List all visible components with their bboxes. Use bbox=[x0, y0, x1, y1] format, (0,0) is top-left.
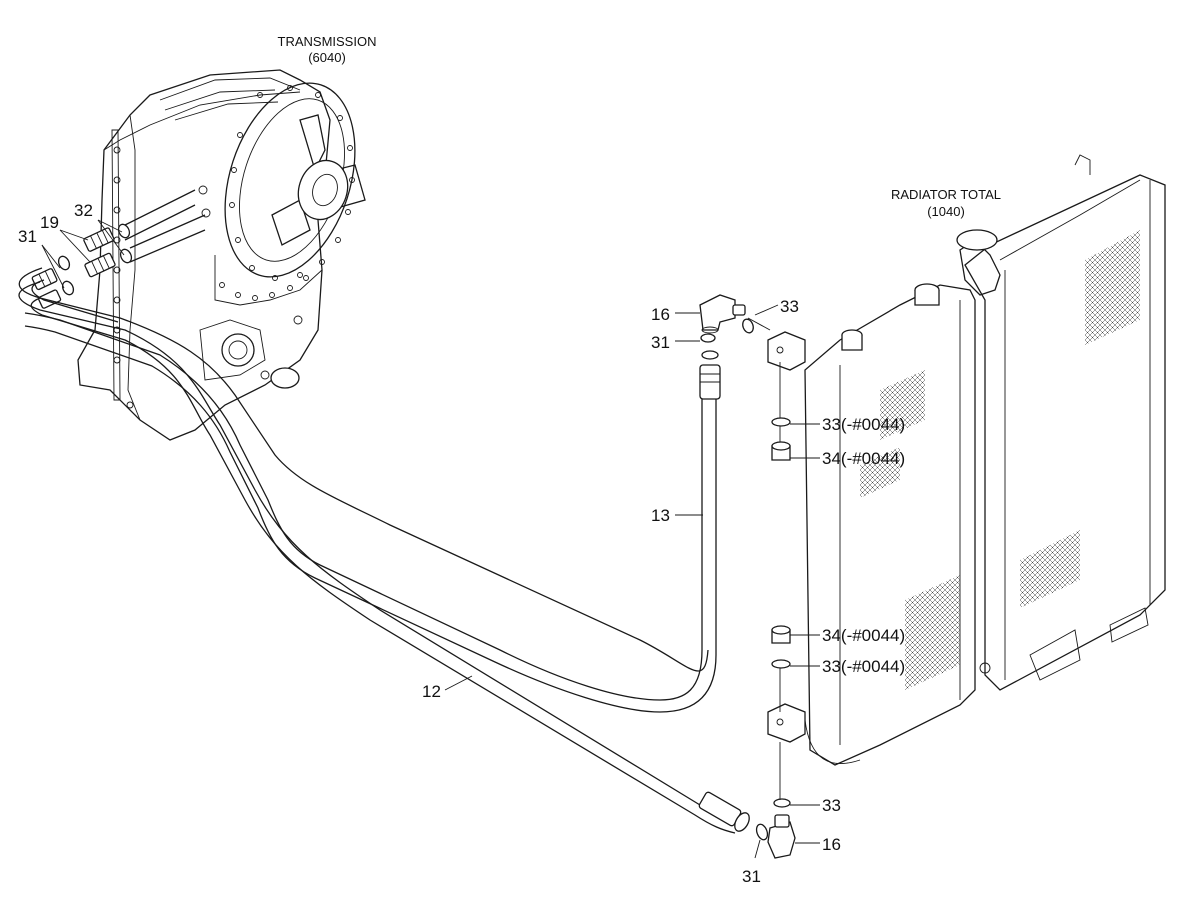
callout-31-top: 31 bbox=[651, 333, 670, 352]
callout-31-left: 31 bbox=[18, 227, 37, 246]
callout-34-lower-plug: 34(-#0044) bbox=[822, 626, 905, 645]
radiator-code: (1040) bbox=[927, 204, 965, 219]
hose-13 bbox=[24, 312, 721, 713]
callout-33-lower-plug: 33(-#0044) bbox=[822, 657, 905, 676]
transmission-code: (6040) bbox=[308, 50, 346, 65]
callout-13: 13 bbox=[651, 506, 670, 525]
callout-19: 19 bbox=[40, 213, 59, 232]
leader-lines bbox=[41, 219, 820, 859]
radiator-title: RADIATOR TOTAL bbox=[891, 187, 1001, 202]
callout-33-upper-plug: 33(-#0044) bbox=[822, 415, 905, 434]
callout-33-bottom: 33 bbox=[822, 796, 841, 815]
callout-31-bottom: 31 bbox=[742, 867, 761, 886]
hose-transmission-upper bbox=[18, 267, 709, 672]
callout-16-bottom: 16 bbox=[822, 835, 841, 854]
radiator-assembly bbox=[767, 154, 1166, 800]
fittings-transmission bbox=[31, 223, 133, 309]
hose-12 bbox=[18, 281, 750, 834]
transmission-housing bbox=[77, 69, 366, 441]
elbow-fitting-bottom bbox=[755, 798, 796, 859]
callout-labels: 31 19 32 16 31 33 33(-#0044) 34(-#0044) … bbox=[18, 201, 905, 886]
assembly-labels: TRANSMISSION (6040) RADIATOR TOTAL (1040… bbox=[278, 34, 1002, 219]
elbow-fitting-top bbox=[699, 294, 771, 343]
callout-32: 32 bbox=[74, 201, 93, 220]
callout-12: 12 bbox=[422, 682, 441, 701]
callout-16-top: 16 bbox=[651, 305, 670, 324]
callout-34-upper-plug: 34(-#0044) bbox=[822, 449, 905, 468]
callout-33-top: 33 bbox=[780, 297, 799, 316]
transmission-title: TRANSMISSION bbox=[278, 34, 377, 49]
